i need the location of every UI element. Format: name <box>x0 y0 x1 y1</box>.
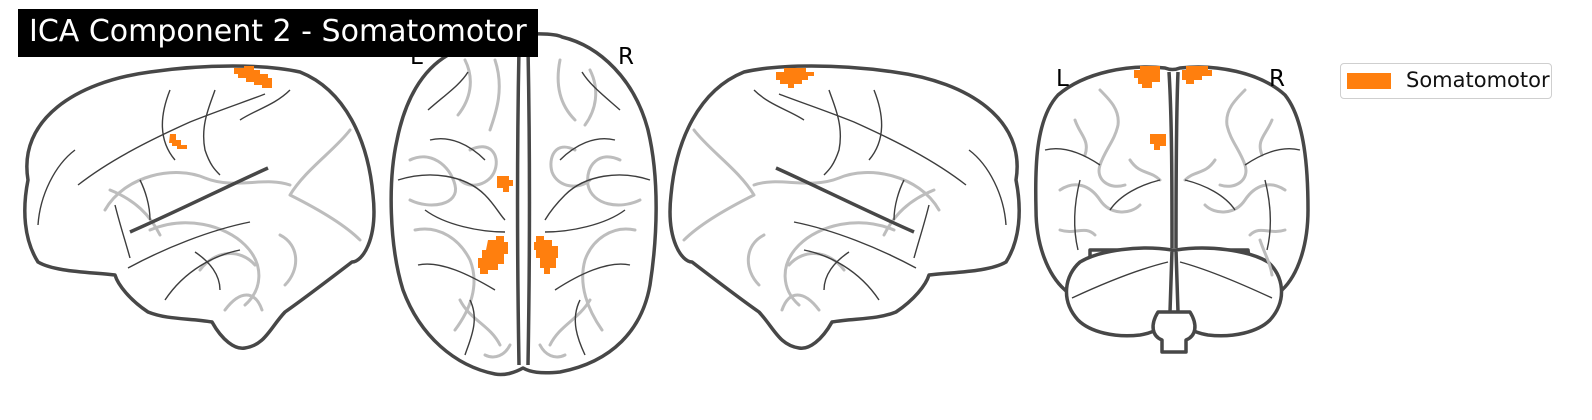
sagittal-right-view <box>668 64 1021 350</box>
activation-cluster <box>1182 66 1212 84</box>
coronal-view <box>1033 65 1310 354</box>
coronal-left-marker: L <box>1056 66 1069 92</box>
activation-cluster <box>1134 66 1160 88</box>
legend: Somatomotor <box>1340 63 1552 99</box>
axial-right-marker: R <box>618 44 634 70</box>
brainstem <box>1151 310 1197 354</box>
activation-cluster <box>234 66 272 88</box>
activation-cluster <box>478 236 508 274</box>
activation-cluster <box>169 134 187 149</box>
legend-label: Somatomotor <box>1406 68 1550 92</box>
activation-cluster <box>776 68 814 88</box>
axial-left-marker: L <box>410 44 423 70</box>
axial-view <box>389 32 658 377</box>
sagittal-left-outline <box>23 64 376 350</box>
activation-cluster <box>534 236 558 274</box>
activation-cluster <box>1150 134 1166 150</box>
activation-cluster <box>497 176 513 192</box>
coronal-right-marker: R <box>1269 66 1285 92</box>
sagittal-right-outline <box>668 64 1021 350</box>
sagittal-left-view <box>23 64 376 350</box>
figure-title: ICA Component 2 - Somatomotor <box>18 9 538 57</box>
legend-swatch <box>1347 73 1391 89</box>
